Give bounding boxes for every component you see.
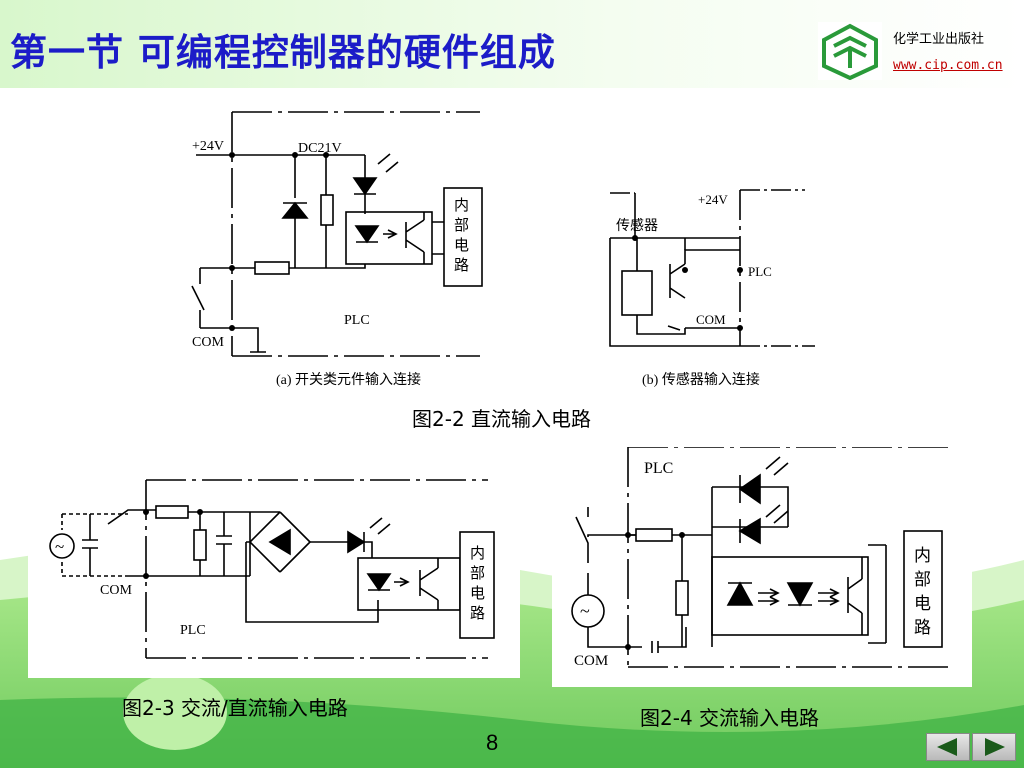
svg-text:电: 电 — [454, 237, 469, 254]
next-arrow-icon — [985, 738, 1005, 756]
fig22b-plc-label: PLC — [748, 264, 772, 279]
figure-2-3-panel: ~ COM PLC 内 部 电 路 — [28, 470, 520, 678]
publisher-name: 化学工业出版社 — [893, 32, 985, 47]
figure-2-2-panel: +24V DC21V 内 部 电 路 PLC COM (a) 开关类元件输入连接… — [180, 98, 820, 396]
fig22a-internal-label: 内 部 电 路 — [454, 197, 469, 274]
publisher-url-link[interactable]: www.cip.com.cn — [893, 58, 1003, 73]
svg-text:部: 部 — [470, 565, 485, 582]
prev-arrow-icon — [937, 738, 957, 756]
figure-2-2-caption: 图2-2 直流输入电路 — [412, 407, 592, 431]
slide-title: 第一节 可编程控制器的硬件组成 — [10, 31, 556, 74]
fig22b-sensor-label: 传感器 — [616, 217, 658, 234]
fig22a-caption: (a) 开关类元件输入连接 — [276, 371, 421, 388]
fig23-tilde-label: ~ — [55, 537, 64, 556]
svg-text:路: 路 — [470, 605, 485, 622]
prev-slide-button[interactable] — [926, 733, 970, 761]
publisher-logo — [818, 22, 882, 81]
fig24-tilde-label: ~ — [580, 601, 590, 621]
page-number: 8 — [486, 730, 499, 755]
fig22b-caption: (b) 传感器输入连接 — [642, 371, 760, 388]
figure-2-4-diagram: PLC ~ COM 内 部 电 路 — [571, 446, 952, 669]
cip-logo-icon — [822, 23, 878, 81]
fig22b-24v-label: +24V — [698, 192, 728, 207]
svg-text:路: 路 — [914, 618, 931, 637]
fig24-plc-label: PLC — [644, 460, 673, 477]
svg-text:部: 部 — [454, 217, 469, 234]
figure-2-2-diagram: +24V DC21V 内 部 电 路 PLC COM (a) 开关类元件输入连接… — [191, 111, 815, 388]
fig22a-dc-label: DC21V — [298, 141, 342, 156]
next-slide-button[interactable] — [972, 733, 1016, 761]
figure-2-4-panel: PLC ~ COM 内 部 电 路 — [552, 446, 972, 687]
fig23-com-label: COM — [100, 583, 132, 598]
figure-2-4-caption: 图2-4 交流输入电路 — [640, 706, 820, 730]
fig24-com-label: COM — [574, 653, 608, 669]
svg-text:电: 电 — [914, 594, 931, 613]
fig22b-com-label: COM — [696, 312, 726, 327]
svg-text:部: 部 — [914, 570, 931, 589]
fig23-plc-label: PLC — [180, 623, 206, 638]
fig22a-plc-label: PLC — [344, 313, 370, 328]
svg-text:内: 内 — [454, 197, 469, 214]
svg-text:电: 电 — [470, 585, 485, 602]
figure-2-3-diagram: ~ COM PLC 内 部 电 路 — [49, 479, 495, 659]
svg-text:路: 路 — [454, 257, 469, 274]
fig24-internal-label: 内 部 电 路 — [914, 546, 931, 637]
svg-text:内: 内 — [470, 545, 485, 562]
svg-text:内: 内 — [914, 546, 931, 565]
fig23-internal-label: 内 部 电 路 — [470, 545, 485, 622]
fig22a-24v-label: +24V — [192, 139, 224, 154]
fig22a-com-label: COM — [192, 335, 224, 350]
figure-2-3-caption: 图2-3 交流/直流输入电路 — [122, 696, 348, 720]
